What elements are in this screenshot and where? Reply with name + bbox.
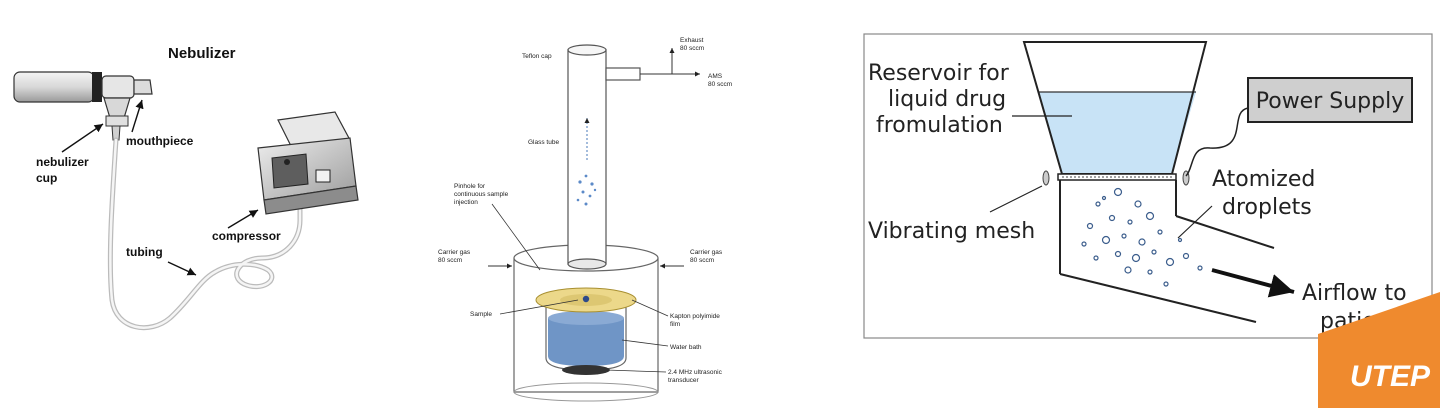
compressor-arrow — [227, 209, 259, 229]
nebulizer-cup-arrow — [61, 123, 104, 153]
transducer-label-line1: 2.4 MHz ultrasonic — [668, 369, 723, 376]
pinhole-label-line3: injection — [454, 199, 478, 206]
vibrating-mesh-label: Vibrating mesh — [868, 219, 1035, 244]
kapton-label-line2: film — [670, 321, 680, 328]
carrier-gas-left-label-line2: 80 sccm — [438, 257, 462, 264]
ultrasonic-setup-panel: Teflon cap Exhaust 80 sccm AMS 80 sccm G… — [438, 37, 732, 402]
power-supply-box — [1247, 77, 1413, 123]
ams-label-line1: AMS — [708, 73, 723, 80]
vibrating-mesh — [1057, 173, 1177, 181]
kapton-label-line1: Kapton polyimide — [670, 313, 720, 320]
nebulizer-panel: Nebulizer mouthpiece nebulizer cup — [13, 45, 359, 331]
ams-label-line2: 80 sccm — [708, 81, 732, 88]
transducer-label-line2: transducer — [668, 377, 700, 384]
compressor-label: compressor — [212, 229, 281, 243]
carrier-gas-left-label-line1: Carrier gas — [438, 249, 471, 256]
power-supply-label: Power Supply — [1256, 89, 1404, 114]
utep-logo: UTEP — [1318, 292, 1440, 408]
ultrasonic-transducer — [562, 365, 610, 375]
tubing-label: tubing — [126, 245, 163, 259]
teflon-cap-label: Teflon cap — [522, 53, 552, 60]
mouthpiece-label: mouthpiece — [126, 134, 194, 148]
tubing-arrow — [167, 261, 197, 276]
utep-logo-text: UTEP — [1350, 360, 1431, 393]
atomized-label-line2: droplets — [1222, 195, 1312, 220]
sample-drop — [582, 295, 590, 303]
airflow-arrow — [1211, 268, 1295, 298]
exhaust-label-line2: 80 sccm — [680, 45, 704, 52]
carrier-gas-right-label-line2: 80 sccm — [690, 257, 714, 264]
reservoir-liquid — [1038, 92, 1196, 174]
airflow-label-line1: Airflow to — [1302, 281, 1407, 306]
nebulizer-device-illustration — [13, 71, 153, 141]
atomized-label-line1: Atomized — [1212, 167, 1315, 192]
sample-label: Sample — [470, 311, 492, 318]
carrier-gas-right-label-line1: Carrier gas — [690, 249, 723, 256]
teflon-cap — [567, 44, 607, 56]
power-supply-wire — [1185, 107, 1249, 177]
water-bath-fill — [548, 318, 624, 366]
glass-tube-label: Glass tube — [528, 139, 559, 146]
nebulizer-cup-label-line2: cup — [36, 171, 57, 185]
nebulizer-title: Nebulizer — [168, 45, 236, 62]
mouthpiece-arrow — [131, 99, 144, 133]
reservoir-label-line1: Reservoir for — [868, 61, 1010, 86]
atomized-droplet-cloud — [1081, 187, 1203, 287]
nebulizer-cup-label-line1: nebulizer — [36, 155, 89, 169]
vibrating-mesh-panel: Power Supply Reservoir for liquid drug f… — [863, 33, 1433, 339]
pinhole-label-line1: Pinhole for — [454, 183, 486, 190]
compressor-illustration — [257, 111, 359, 215]
outer-chamber — [513, 258, 659, 393]
aerosol-droplets — [576, 174, 597, 206]
pinhole-label-line2: continuous sample — [454, 191, 509, 198]
reservoir-label-line3: fromulation — [876, 113, 1003, 138]
reservoir-label-line2: liquid drug — [888, 87, 1006, 112]
exhaust-label-line1: Exhaust — [680, 37, 704, 44]
glass-tube — [567, 49, 607, 265]
water-bath-label: Water bath — [670, 344, 702, 351]
